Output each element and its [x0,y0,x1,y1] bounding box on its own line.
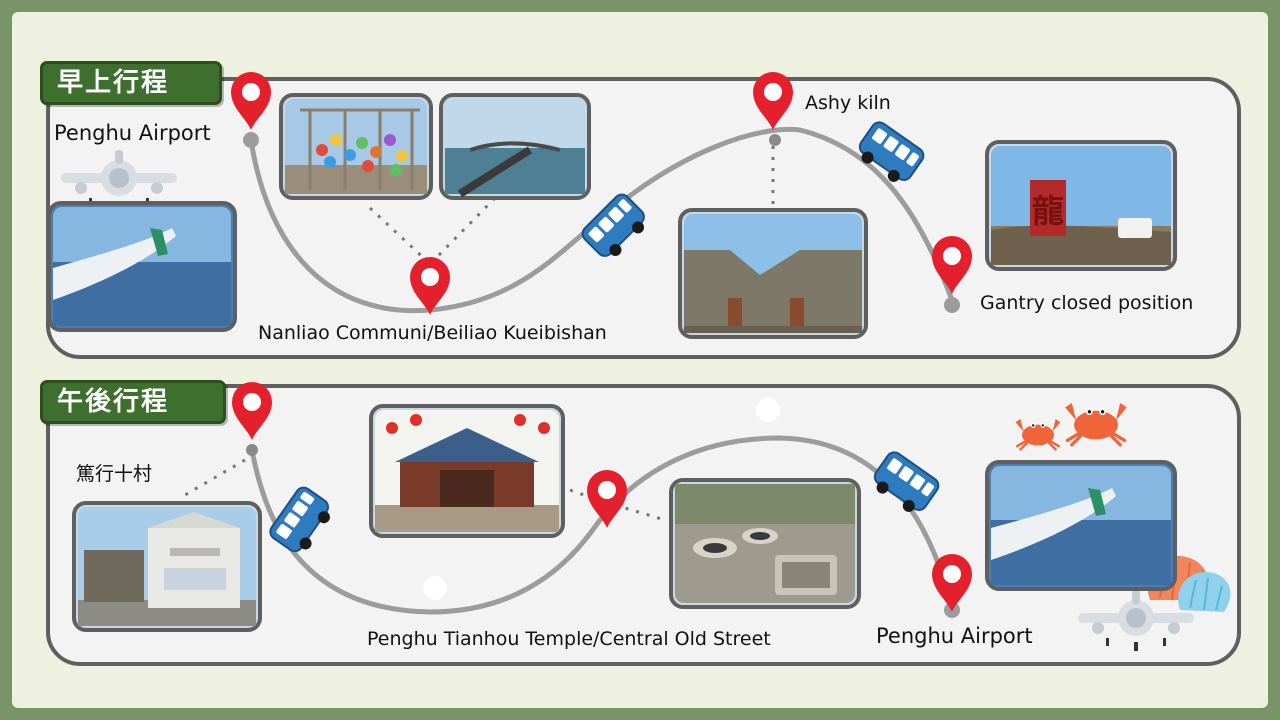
map-pin-icon [932,554,972,612]
photo-airplane-window [47,201,237,332]
photo-airplane-window-2 [985,460,1177,591]
bus-icon [578,190,654,266]
photo-seaside-path [439,93,591,200]
photos: 龍 [47,93,1177,632]
label-nanliao: Nanliao Communi/Beiliao Kueibishan [258,322,607,344]
photo-lantern-garden [279,93,433,200]
crab-icon [1014,417,1062,451]
photo-temple [369,404,565,538]
map-pin-icon [753,72,793,130]
section-title-afternoon: 午後行程 [40,380,226,424]
label-ashy-kiln: Ashy kiln [805,92,891,114]
map-pin-icon [231,72,271,130]
bus-icon [266,483,338,560]
afternoon-route [184,398,960,618]
bus-icon [851,118,928,190]
photo-gantry-sign: 龍 [985,140,1177,271]
label-zhaixing: 篤行十村 [76,463,153,485]
map-pin-icon [587,470,627,528]
map-pin-icon [232,382,272,440]
crab-icon [1063,401,1129,447]
label-gantry: Gantry closed position [980,292,1194,314]
sign-character: 龍 [1032,192,1064,230]
label-penghu-airport-start: Penghu Airport [54,121,211,145]
photo-mural-village [72,501,262,632]
bus-icon [866,448,943,520]
label-penghu-airport-end: Penghu Airport [876,624,1033,648]
photo-stone-house [678,208,868,339]
label-tianhou: Penghu Tianhou Temple/Central Old Street [367,628,771,650]
photo-ancient-wells [669,478,861,609]
map-pin-icon [932,236,972,294]
section-title-morning: 早上行程 [40,61,222,105]
